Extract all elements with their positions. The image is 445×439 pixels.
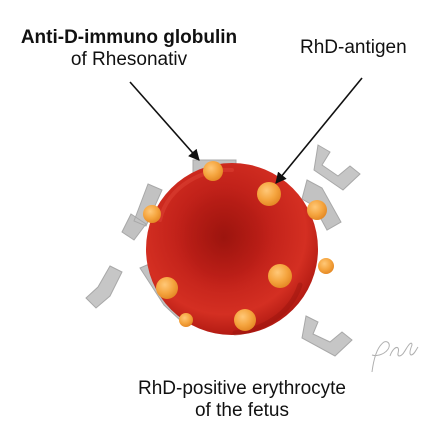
rhd-antigens xyxy=(143,161,334,331)
erythrocyte-label: RhD-positive erythrocyte of the fetus xyxy=(100,378,384,423)
erythrocyte xyxy=(146,163,318,336)
artist-signature xyxy=(371,341,419,373)
rhd-antigen-dot xyxy=(257,182,281,206)
rhd-antigen-dot xyxy=(156,277,178,299)
rhd-antigen-dot xyxy=(143,205,161,223)
antibody-label-subtitle: of Rhesonativ xyxy=(70,49,188,71)
rhd-antigen-dot xyxy=(179,313,193,327)
rhd-antigen-dot xyxy=(268,264,292,288)
rhd-antigen-dot xyxy=(307,200,327,220)
erythrocyte-label-line1: RhD-positive erythrocyte xyxy=(137,378,347,399)
rhd-antigen-dot xyxy=(203,161,223,181)
rhd-antigen-dot xyxy=(318,258,334,274)
antibody-arrow xyxy=(129,81,200,161)
antibody-bound-left xyxy=(121,183,163,241)
antibody-label-title: Anti-D-immuno globulin xyxy=(20,27,238,48)
antigen-arrow xyxy=(275,77,363,184)
antigen-label: RhD-antigen xyxy=(300,37,407,58)
antibody-free-bottom-right xyxy=(301,315,353,357)
erythrocyte-label-line2: of the fetus xyxy=(194,400,289,422)
antibody-free-left xyxy=(85,265,123,309)
antibody-free-top-right xyxy=(313,144,361,191)
rhd-antigen-dot xyxy=(234,309,256,331)
antibody-label: Anti-D-immuno globulin of Rhesonativ xyxy=(10,27,248,72)
